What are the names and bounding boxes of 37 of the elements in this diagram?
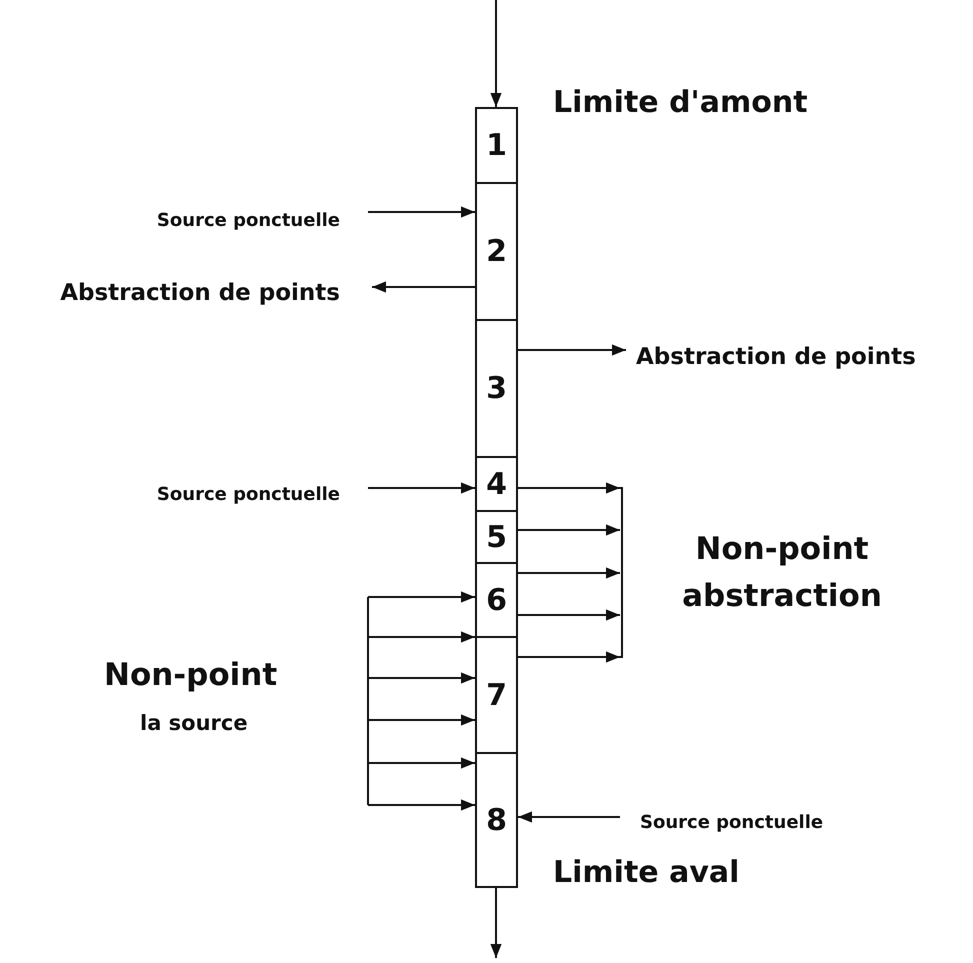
flow-label: Abstraction de points: [4, 276, 340, 310]
boundary-label: Limite d'amont: [553, 84, 808, 122]
group-label: Non-point abstraction: [681, 530, 883, 616]
segment-box: 1: [475, 107, 518, 184]
arrow: [490, 888, 502, 958]
segment-box: 4: [475, 456, 518, 512]
arrow: [368, 631, 475, 643]
flow-label: Source ponctuelle: [80, 205, 340, 235]
arrow: [368, 672, 475, 684]
arrow: [368, 714, 475, 726]
segment-box: 6: [475, 562, 518, 638]
arrow: [518, 567, 620, 579]
segment-box: 3: [475, 319, 518, 458]
arrow: [518, 344, 626, 356]
arrow: [518, 482, 620, 494]
group-label: Non-point: [104, 656, 278, 695]
arrow: [490, 0, 502, 107]
arrow: [368, 799, 475, 811]
trunk-line: [367, 597, 369, 805]
boundary-label: Limite aval: [553, 854, 740, 892]
segment-box: 2: [475, 182, 518, 321]
segment-box: 7: [475, 636, 518, 754]
arrow: [372, 281, 475, 293]
arrow: [368, 757, 475, 769]
arrow: [518, 651, 620, 663]
flow-label: Abstraction de points: [636, 340, 970, 374]
arrow: [368, 206, 475, 218]
group-label: la source: [140, 710, 248, 737]
arrow: [368, 482, 475, 494]
arrow: [518, 811, 620, 823]
segment-box: 8: [475, 752, 518, 888]
arrow: [368, 591, 475, 603]
arrow: [518, 609, 620, 621]
segment-box: 5: [475, 510, 518, 564]
arrow: [518, 524, 620, 536]
flow-label: Source ponctuelle: [80, 479, 340, 509]
flow-label: Source ponctuelle: [640, 807, 900, 837]
